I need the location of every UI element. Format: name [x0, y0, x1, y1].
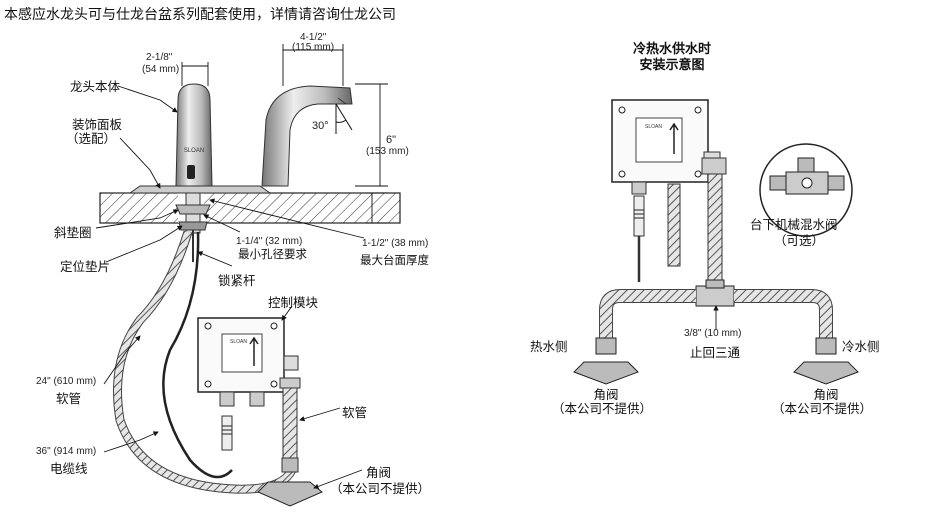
label-deck-plate: 装饰面板	[72, 117, 123, 132]
dim-deck-thickness: 1-1/2" (38 mm)	[362, 238, 429, 249]
label-valve-cold-note: （本公司不提供）	[772, 401, 873, 416]
label-lock-rod: 锁紧杆	[218, 273, 256, 288]
right-title-2: 安装示意图	[639, 58, 705, 73]
solenoid-cable-right	[631, 181, 647, 282]
label-angle-valve: 角阀	[366, 465, 392, 480]
faucet-side-view	[261, 85, 353, 187]
label-hot-side: 热水侧	[530, 339, 568, 354]
label-control-module: 控制模块	[268, 295, 319, 310]
deck-plate	[128, 185, 272, 194]
module-fittings	[219, 391, 265, 451]
dim-width-in: 2-1/8"	[146, 52, 173, 63]
label-mixing-valve: 台下机械混水阀	[750, 217, 838, 232]
dim-reach-in: 4-1/2"	[300, 32, 327, 43]
dim-height-in: 6"	[386, 134, 397, 146]
check-tee	[695, 279, 735, 307]
label-max-deck: 最大台面厚度	[360, 253, 429, 267]
label-hose-right: 软管	[342, 405, 368, 420]
dim-tee: 3/8" (10 mm)	[684, 328, 742, 339]
dim-height-mm: (153 mm)	[366, 146, 409, 157]
angle-valve-left	[257, 481, 323, 507]
label-faucet-body: 龙头本体	[70, 79, 121, 94]
label-mixing-valve-optional: （可选）	[774, 233, 825, 248]
dim-reach-mm: (115 mm)	[292, 42, 335, 53]
svg-text:SLOAN: SLOAN	[645, 124, 662, 130]
header-note: 本感应水龙头可与仕龙台盆系列配套使用，详情请咨询仕龙公司	[4, 7, 396, 23]
right-title-1: 冷热水供水时	[632, 42, 711, 57]
dimension-lines	[181, 44, 388, 224]
label-cold-side: 冷水侧	[842, 339, 880, 354]
label-valve-hot: 角阀	[593, 387, 619, 402]
mixing-valve-callout	[759, 143, 853, 237]
label-cable-36: 电缆线	[50, 461, 88, 476]
angle-valve-hot	[573, 337, 639, 385]
dim-width-mm: (54 mm)	[142, 64, 180, 75]
svg-text:SLOAN: SLOAN	[230, 339, 247, 345]
cold-side-hose	[734, 289, 833, 340]
faucet-body: SLOAN	[175, 83, 213, 187]
countertop	[99, 192, 401, 224]
braided-hose-vertical	[707, 169, 723, 289]
leader-lines	[95, 85, 365, 489]
dim-hole: 1-1/4" (32 mm)	[236, 236, 303, 247]
control-module-box: SLOAN	[197, 317, 299, 393]
hose-to-angle-valve	[279, 377, 301, 473]
label-locating-pad: 定位垫片	[60, 259, 111, 274]
angle-label: 30°	[312, 120, 329, 132]
shank-assembly	[175, 192, 211, 262]
label-hose-24: 软管	[56, 391, 82, 406]
angle-valve-cold	[793, 337, 859, 385]
label-min-hole: 最小孔径要求	[238, 247, 307, 261]
label-check-tee: 止回三通	[690, 345, 741, 360]
label-deck-plate-optional: （选配）	[66, 131, 117, 146]
label-valve-hot-note: （本公司不提供）	[552, 401, 653, 416]
dim-hose-24: 24" (610 mm)	[36, 376, 97, 387]
label-not-supplied: （本公司不提供）	[330, 481, 431, 496]
sensor-cable-36	[162, 231, 233, 479]
svg-text:SLOAN: SLOAN	[184, 148, 204, 154]
control-module-right: SLOAN	[611, 99, 721, 183]
hot-side-hose	[599, 289, 696, 340]
braided-hose-short	[667, 183, 681, 267]
label-bevel-washer: 斜垫圈	[54, 225, 92, 240]
label-valve-cold: 角阀	[813, 387, 839, 402]
dim-cable-36: 36" (914 mm)	[36, 446, 97, 457]
